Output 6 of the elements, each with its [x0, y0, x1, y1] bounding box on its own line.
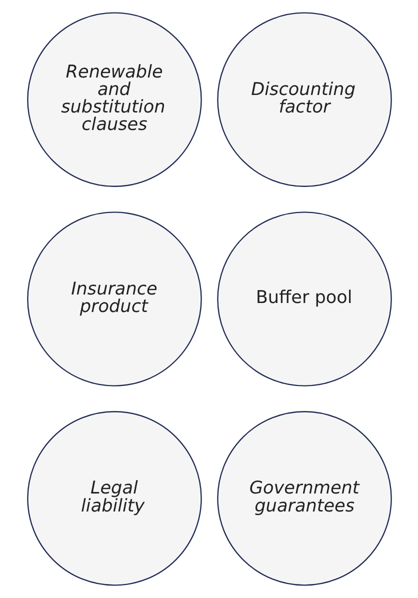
node-circle: Renewable and substitution clauses: [26, 12, 202, 187]
node-circle: Buffer pool: [216, 212, 392, 386]
node-circle: Legal liability: [26, 411, 202, 586]
node-circle: Government guarantees: [216, 411, 392, 586]
node-circle: Discounting factor: [216, 12, 392, 187]
node-circle: Insurance product: [26, 212, 202, 386]
